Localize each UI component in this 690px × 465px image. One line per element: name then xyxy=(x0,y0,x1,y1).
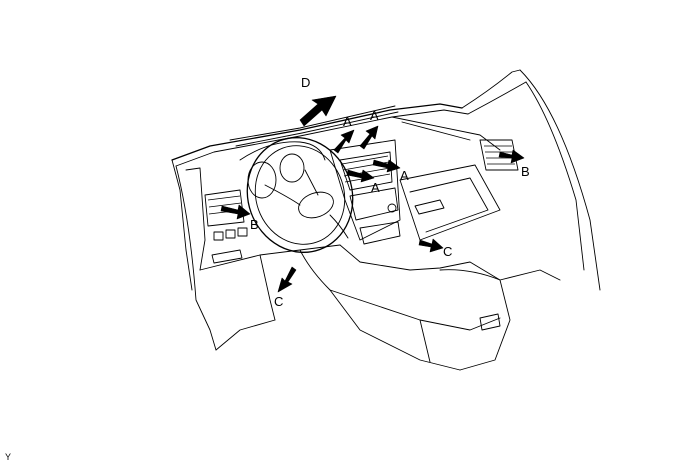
arrow-c-right xyxy=(418,238,444,253)
label-a-4: A xyxy=(400,168,409,183)
arrow-c-left xyxy=(277,266,297,293)
arrow-a-lower-center xyxy=(346,169,375,183)
label-c-left: C xyxy=(274,294,283,309)
label-d: D xyxy=(301,75,310,90)
label-a-2: A xyxy=(370,108,379,123)
arrow-b-left xyxy=(220,204,251,220)
arrow-d xyxy=(299,95,337,127)
arrow-a-upper-right xyxy=(359,125,379,150)
arrow-b-right xyxy=(498,149,525,164)
dashboard-drawing xyxy=(171,69,601,371)
label-b-right: B xyxy=(521,164,530,179)
figure-code: Y xyxy=(5,452,11,462)
arrow-a-lower-right xyxy=(372,159,401,173)
arrow-a-upper-left xyxy=(333,129,355,154)
label-b-left: B xyxy=(250,217,259,232)
label-c-right: C xyxy=(443,244,452,259)
airflow-arrows xyxy=(220,95,525,293)
label-a-3: A xyxy=(371,180,380,195)
callout-labels: D A A A A B B C C Y xyxy=(5,75,530,462)
label-a-1: A xyxy=(343,114,352,129)
